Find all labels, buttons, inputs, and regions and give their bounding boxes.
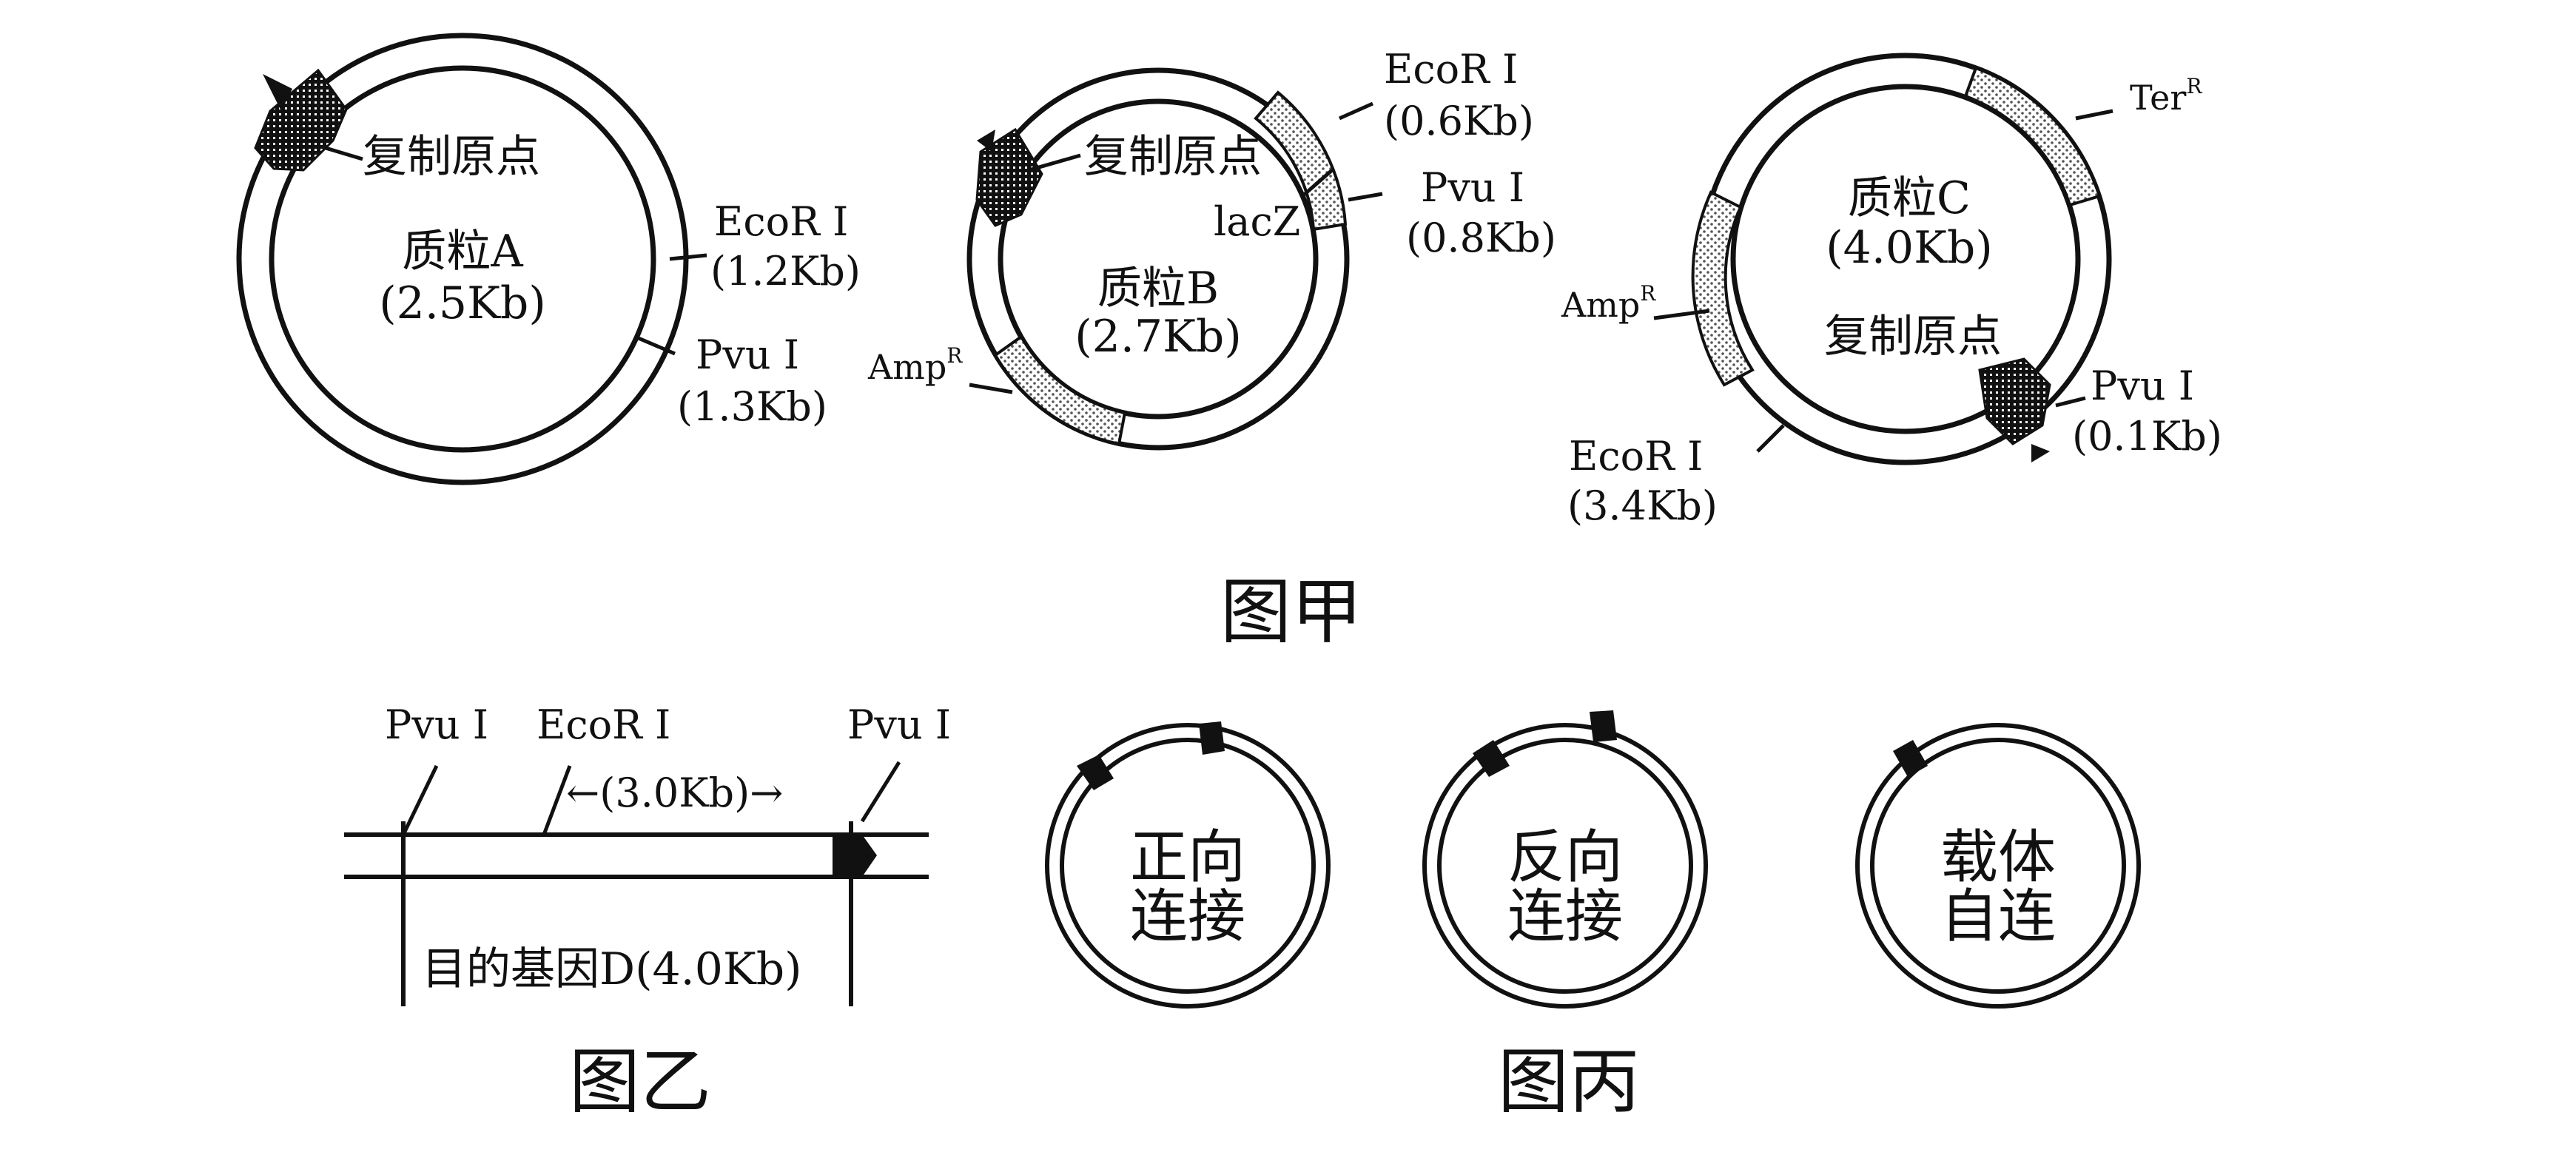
plasmid-b-pvui-pos: (0.8Kb) xyxy=(1406,215,1556,261)
plasmid-b-amp-leader xyxy=(969,383,1013,394)
plasmid-c-pvui-pos: (0.1Kb) xyxy=(2072,413,2222,460)
plasmid-b-pvui-tick xyxy=(1348,192,1383,202)
reverse-marker-1 xyxy=(1473,740,1510,777)
self-marker xyxy=(1893,740,1928,777)
self-inner-ring xyxy=(1870,738,2126,994)
ligation-forward: 正向 连接 xyxy=(1045,721,1331,1009)
plasmid-c-amp-segment xyxy=(1691,190,1755,387)
plasmid-c-ori-block xyxy=(1978,357,2051,445)
plasmid-b-size: (2.7Kb) xyxy=(1075,311,1241,363)
ecori-leader xyxy=(542,765,572,835)
pvui-right-label: Pvu I xyxy=(847,701,951,748)
plasmid-a-name: 质粒A xyxy=(402,226,523,277)
figure-yi: Pvu I EcoR I Pvu I ←(3.0Kb)→ 目的基因D(4.0Kb… xyxy=(344,701,951,1006)
plasmid-c-ecori-pos: (3.4Kb) xyxy=(1567,482,1718,529)
plasmid-c-amp-label: AmpR xyxy=(1561,281,1656,325)
plasmid-b-lacz-label: lacZ xyxy=(1214,198,1300,245)
plasmid-a-ori-leader xyxy=(325,146,363,161)
plasmid-a-pvui-pos: (1.3Kb) xyxy=(677,383,827,430)
plasmid-c-pvui-tick xyxy=(2055,396,2086,408)
plasmid-b-amp-segment xyxy=(993,334,1127,446)
distance-label: ←(3.0Kb)→ xyxy=(566,770,783,816)
plasmid-a: 复制原点 质粒A (2.5Kb) EcoR I (1.2Kb) Pvu I (1… xyxy=(236,33,861,485)
plasmid-c-ter-label: TerR xyxy=(2130,74,2202,118)
plasmid-b: 复制原点 lacZ 质粒B (2.7Kb) EcoR I (0.6Kb) Pvu… xyxy=(867,46,1556,451)
forward-outer-ring xyxy=(1045,723,1331,1009)
plasmid-a-ecori-pos: (1.2Kb) xyxy=(710,248,861,294)
plasmid-a-size: (2.5Kb) xyxy=(379,277,545,329)
plasmid-c-ter-segment xyxy=(1963,66,2102,207)
plasmid-a-pvui-tick xyxy=(634,334,676,356)
plasmid-b-inner-ring xyxy=(998,98,1319,420)
reverse-outer-ring xyxy=(1422,723,1708,1009)
ligation-self: 载体 自连 xyxy=(1855,723,2141,1009)
forward-label-1: 正向 xyxy=(1130,824,1245,891)
reverse-inner-ring xyxy=(1437,738,1693,994)
plasmid-b-ori-label: 复制原点 xyxy=(1084,131,1262,183)
figure-yi-title: 图乙 xyxy=(569,1040,711,1123)
plasmid-c-ori-label: 复制原点 xyxy=(1824,311,2002,363)
plasmid-b-ecori-tick xyxy=(1338,101,1374,121)
figure-jia-title: 图甲 xyxy=(1220,570,1362,653)
plasmid-c-ori-spike xyxy=(2031,444,2050,462)
plasmid-a-ecori-tick xyxy=(669,253,707,261)
self-outer-ring xyxy=(1855,723,2141,1009)
plasmid-c-size: (4.0Kb) xyxy=(1826,222,1992,274)
plasmid-c-ter-leader xyxy=(2075,109,2113,121)
self-label-1: 载体 xyxy=(1940,824,2056,891)
pvui-right-leader xyxy=(860,761,901,823)
plasmid-a-ecori-label: EcoR I xyxy=(714,198,848,245)
forward-marker-2 xyxy=(1199,721,1225,755)
pvui-left-leader xyxy=(401,764,439,836)
plasmid-a-ori-block xyxy=(254,68,348,172)
pvui-left-label: Pvu I xyxy=(385,701,488,748)
plasmid-b-ecori-label: EcoR I xyxy=(1384,46,1518,92)
plasmid-c-ecori-tick xyxy=(1756,424,1785,453)
plasmid-a-pvui-label: Pvu I xyxy=(696,331,799,378)
reverse-label-2: 连接 xyxy=(1507,883,1623,950)
gene-label: 目的基因D(4.0Kb) xyxy=(422,943,802,995)
plasmid-c-amp-leader xyxy=(1653,309,1710,320)
plasmid-a-inner-ring xyxy=(269,65,656,453)
plasmid-c-pvui-label: Pvu I xyxy=(2091,363,2194,409)
plasmid-b-lacz-segment xyxy=(1254,90,1348,232)
plasmid-c-name: 质粒C xyxy=(1848,172,1971,224)
plasmid-b-ori-spike xyxy=(977,129,995,152)
forward-inner-ring xyxy=(1060,738,1316,994)
plasmid-b-ori-leader xyxy=(1028,153,1081,172)
ecori-label: EcoR I xyxy=(537,701,670,748)
plasmid-c-inner-ring xyxy=(1730,84,2081,434)
ligation-reverse: 反向 连接 xyxy=(1422,710,1708,1009)
forward-label-2: 连接 xyxy=(1130,883,1245,950)
self-label-2: 自连 xyxy=(1940,883,2056,950)
forward-marker-1 xyxy=(1077,755,1114,790)
reverse-marker-2 xyxy=(1590,710,1617,742)
reverse-label-1: 反向 xyxy=(1507,824,1623,891)
plasmid-a-ori-label: 复制原点 xyxy=(363,131,540,183)
plasmid-b-name: 质粒B xyxy=(1097,263,1219,314)
gene-arrow-block xyxy=(833,835,877,877)
plasmid-a-ori-spike xyxy=(263,74,292,111)
plasmid-b-ecori-pos: (0.6Kb) xyxy=(1384,98,1534,144)
plasmid-b-pvui-label: Pvu I xyxy=(1421,164,1524,211)
plasmid-b-ori-block xyxy=(975,127,1043,227)
plasmid-b-lacz-leader xyxy=(1301,169,1334,198)
plasmid-c-ecori-label: EcoR I xyxy=(1569,433,1703,479)
plasmid-c: 复制原点 质粒C (4.0Kb) TerR AmpR Pvu I (0.1Kb)… xyxy=(1561,53,2222,529)
figure-bing-title: 图丙 xyxy=(1498,1040,1640,1123)
plasmid-b-outer-ring xyxy=(966,67,1350,451)
plasmid-b-amp-label: AmpR xyxy=(867,343,963,387)
